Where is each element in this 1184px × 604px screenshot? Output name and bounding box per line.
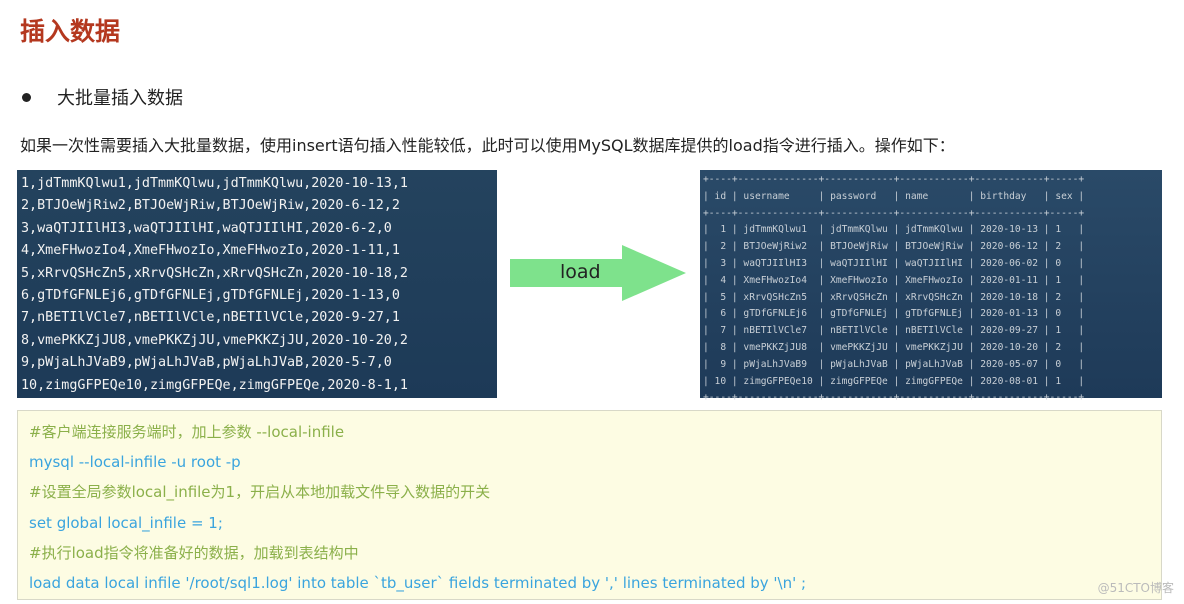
raw-data-file: 1,jdTmmKQlwu1,jdTmmKQlwu,jdTmmKQlwu,2020… xyxy=(17,170,497,398)
code-line: mysql --local-infile -u root -p xyxy=(29,453,241,472)
raw-line: 8,vmePKKZjJU8,vmePKKZjJU,vmePKKZjJU,2020… xyxy=(21,332,408,348)
code-comment: #设置全局参数local_infile为1，开启从本地加载文件导入数据的开关 xyxy=(29,483,491,502)
slide-title: 插入数据 xyxy=(20,17,121,46)
raw-line: 2,BTJOeWjRiw2,BTJOeWjRiw,BTJOeWjRiw,2020… xyxy=(21,198,400,214)
result-table-text: +----+--------------+------------+------… xyxy=(703,174,1085,404)
code-comment: #执行load指令将准备好的数据，加载到表结构中 xyxy=(29,543,359,562)
code-line: set global local_infile = 1; xyxy=(29,513,223,532)
arrow-right-icon xyxy=(510,245,686,301)
bullet-text: 大批量插入数据 xyxy=(57,88,183,109)
code-comment: #客户端连接服务端时，加上参数 --local-infile xyxy=(29,423,345,441)
bullet-dot-icon xyxy=(22,92,31,102)
raw-line: 9,pWjaLhJVaB9,pWjaLhJVaB,pWjaLhJVaB,2020… xyxy=(21,355,392,371)
arrow-label: load xyxy=(560,261,601,283)
raw-line: 4,XmeFHwozIo4,XmeFHwozIo,XmeFHwozIo,2020… xyxy=(21,243,400,259)
raw-line: 5,xRrvQSHcZn5,xRrvQSHcZn,xRrvQSHcZn,2020… xyxy=(21,265,408,281)
result-table: +----+--------------+------------+------… xyxy=(700,170,1162,403)
watermark: @51CTO博客 xyxy=(1097,581,1174,595)
raw-line: 1,jdTmmKQlwu1,jdTmmKQlwu,jdTmmKQlwu,2020… xyxy=(21,176,408,191)
code-block: #客户端连接服务端时，加上参数 --local-infile mysql --l… xyxy=(17,410,1162,600)
code-line: load data local infile '/root/sql1.log' … xyxy=(29,573,807,592)
raw-line: 3,waQTJIIlHI3,waQTJIIlHI,waQTJIIlHI,2020… xyxy=(21,220,392,236)
raw-line: 7,nBETIlVCle7,nBETIlVCle,nBETIlVCle,2020… xyxy=(21,310,400,326)
raw-line: 6,gTDfGFNLEj6,gTDfGFNLEj,gTDfGFNLEj,2020… xyxy=(21,287,400,303)
raw-line: 10,zimgGFPEQe10,zimgGFPEQe,zimgGFPEQe,20… xyxy=(21,377,408,393)
bullet-heading: 大批量插入数据 xyxy=(22,84,183,110)
description: 如果一次性需要插入大批量数据，使用insert语句插入性能较低，此时可以使用My… xyxy=(20,136,955,155)
